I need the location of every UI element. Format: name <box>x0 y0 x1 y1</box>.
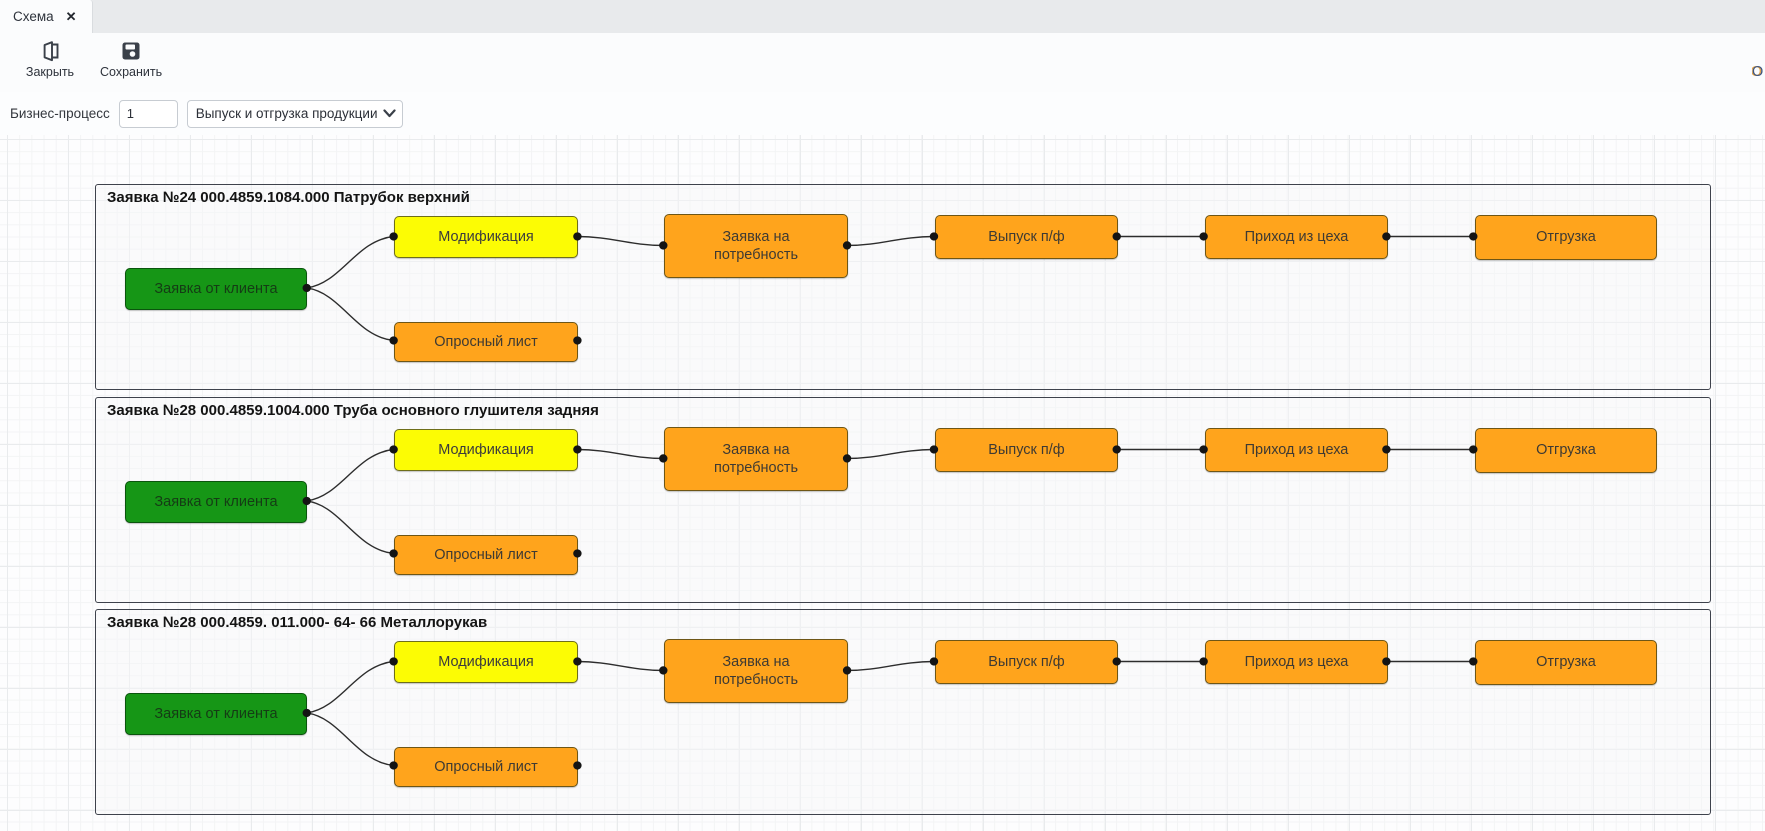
node-label: Заявка на потребность <box>713 228 799 263</box>
node-shipment[interactable]: Отгрузка <box>1475 215 1657 260</box>
node-arrival-from-shop[interactable]: Приход из цеха <box>1205 428 1388 472</box>
process-combobox[interactable]: Выпуск и отгрузка продукции <box>186 99 403 128</box>
node-arrival-from-shop[interactable]: Приход из цеха <box>1205 215 1388 259</box>
business-process-row: Бизнес-процесс Выпуск и отгрузка продукц… <box>0 92 1765 135</box>
save-button[interactable]: Сохранить <box>100 40 162 79</box>
node-demand-request[interactable]: Заявка на потребность <box>664 427 848 491</box>
business-process-label: Бизнес-процесс <box>10 106 110 121</box>
node-label: Приход из цеха <box>1244 441 1349 458</box>
toolbar: Закрыть Сохранить O <box>0 33 1765 92</box>
node-label: Заявка на потребность <box>713 653 799 688</box>
floppy-save-icon <box>122 42 140 60</box>
node-semifinished-release[interactable]: Выпуск п/ф <box>935 215 1118 259</box>
node-label: Приход из цеха <box>1244 228 1349 245</box>
tab-close-icon[interactable]: ✕ <box>65 9 77 24</box>
node-label: Заявка от клиента <box>154 705 278 722</box>
connectors-layer <box>302 232 1478 345</box>
node-client-request[interactable]: Заявка от клиента <box>125 481 307 523</box>
node-shipment[interactable]: Отгрузка <box>1475 640 1657 685</box>
node-label: Заявка от клиента <box>154 280 278 297</box>
node-label: Модификация <box>438 228 534 245</box>
door-close-icon <box>43 41 59 62</box>
node-client-request[interactable]: Заявка от клиента <box>125 268 307 310</box>
node-semifinished-release[interactable]: Выпуск п/ф <box>935 428 1118 472</box>
clipped-toolbar-button[interactable]: O <box>1752 64 1764 80</box>
node-label: Приход из цеха <box>1244 653 1349 670</box>
node-label: Выпуск п/ф <box>988 653 1065 670</box>
process-group-2[interactable]: Заявка №28 000.4859.1004.000 Труба основ… <box>95 397 1711 603</box>
node-label: Отгрузка <box>1536 442 1596 459</box>
node-label: Опросный лист <box>434 546 538 563</box>
node-client-request[interactable]: Заявка от клиента <box>125 693 307 735</box>
tab-label: Схема <box>13 9 54 24</box>
process-combobox-value: Выпуск и отгрузка продукции <box>195 106 378 121</box>
node-label: Модификация <box>438 441 534 458</box>
node-label: Заявка от клиента <box>154 493 278 510</box>
group-title: Заявка №28 000.4859. 011.000- 64- 66 Мет… <box>107 614 488 631</box>
process-number-input[interactable] <box>118 99 178 128</box>
node-demand-request[interactable]: Заявка на потребность <box>664 639 848 703</box>
diagram-canvas[interactable]: Заявка №24 000.4859.1084.000 Патрубок ве… <box>0 135 1765 831</box>
tab-schema[interactable]: Схема ✕ <box>0 0 93 33</box>
node-arrival-from-shop[interactable]: Приход из цеха <box>1205 640 1388 684</box>
node-survey-sheet[interactable]: Опросный лист <box>394 322 578 362</box>
node-modification[interactable]: Модификация <box>394 216 578 258</box>
save-button-label: Сохранить <box>100 65 163 79</box>
node-label: Отгрузка <box>1536 654 1596 671</box>
node-label: Выпуск п/ф <box>988 228 1065 245</box>
group-title: Заявка №28 000.4859.1004.000 Труба основ… <box>107 402 599 419</box>
chevron-down-icon <box>383 109 396 118</box>
tab-strip: Схема ✕ <box>0 0 1765 34</box>
node-survey-sheet[interactable]: Опросный лист <box>394 747 578 787</box>
node-semifinished-release[interactable]: Выпуск п/ф <box>935 640 1118 684</box>
group-title: Заявка №24 000.4859.1084.000 Патрубок ве… <box>107 189 470 206</box>
process-group-3[interactable]: Заявка №28 000.4859. 011.000- 64- 66 Мет… <box>95 609 1711 815</box>
node-shipment[interactable]: Отгрузка <box>1475 428 1657 473</box>
node-demand-request[interactable]: Заявка на потребность <box>664 214 848 278</box>
node-label: Модификация <box>438 653 534 670</box>
connectors-layer <box>302 657 1478 770</box>
connectors-layer <box>302 445 1478 558</box>
close-button-label: Закрыть <box>25 65 75 79</box>
node-modification[interactable]: Модификация <box>394 429 578 471</box>
node-label: Заявка на потребность <box>713 441 799 476</box>
node-label: Выпуск п/ф <box>988 441 1065 458</box>
close-button[interactable]: Закрыть <box>24 40 76 79</box>
node-survey-sheet[interactable]: Опросный лист <box>394 535 578 575</box>
process-group-1[interactable]: Заявка №24 000.4859.1084.000 Патрубок ве… <box>95 184 1711 390</box>
node-label: Опросный лист <box>434 758 538 775</box>
node-modification[interactable]: Модификация <box>394 641 578 683</box>
node-label: Опросный лист <box>434 333 538 350</box>
node-label: Отгрузка <box>1536 229 1596 246</box>
